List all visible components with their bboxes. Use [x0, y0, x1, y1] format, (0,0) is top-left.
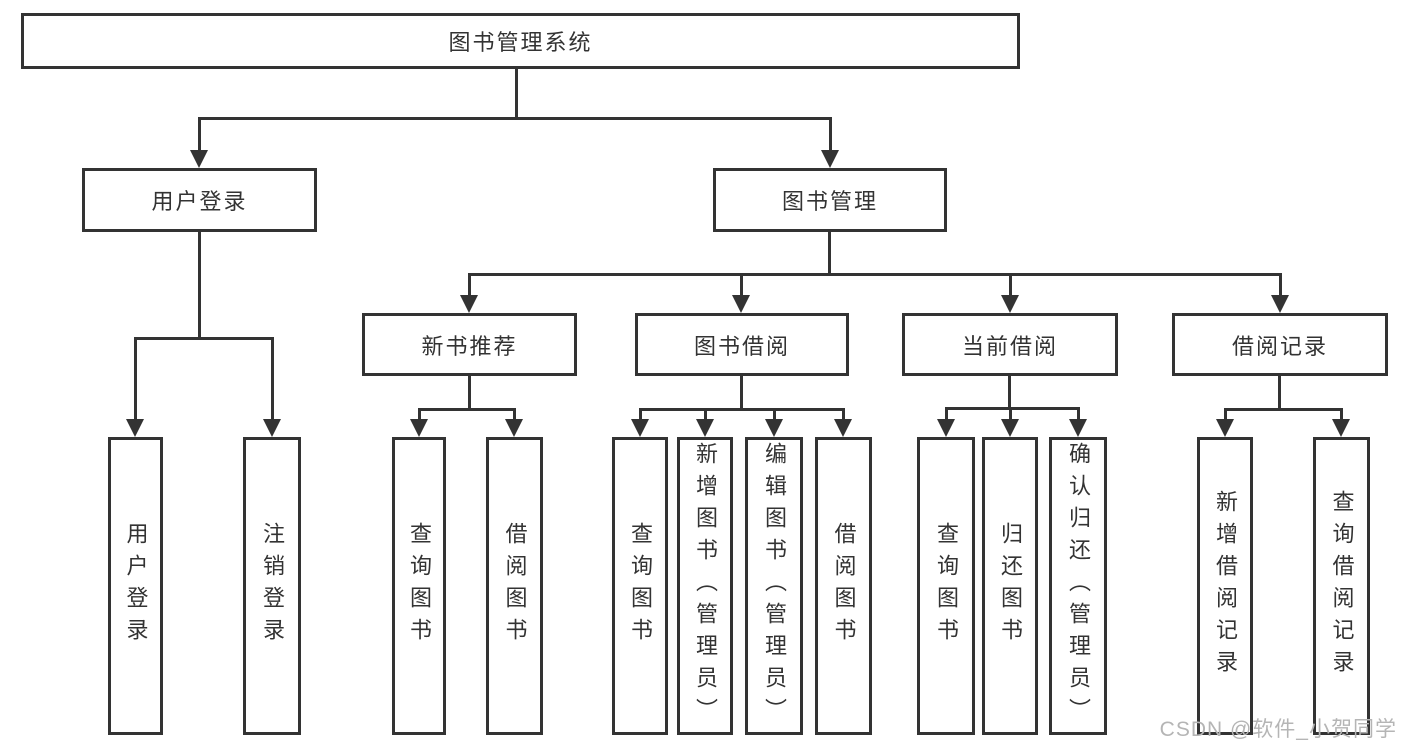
node-current-borrow: 当前借阅 — [902, 313, 1118, 376]
node-user-login: 用户登录 — [82, 168, 317, 232]
node-root: 图书管理系统 — [21, 13, 1020, 69]
node-book-management: 图书管理 — [713, 168, 947, 232]
connector-new-book-recommend-stem — [468, 376, 471, 410]
leaf-br-query-record-label: 查询借阅记录 — [1329, 490, 1355, 682]
connector-user-login-stem — [198, 232, 201, 340]
node-user-login-label: 用户登录 — [151, 189, 248, 214]
leaf-nbr-borrow-books: 借阅图书 — [486, 437, 543, 735]
arrow-down-icon — [126, 337, 144, 437]
arrow-down-icon — [732, 273, 750, 313]
connector-user-login-rail — [134, 337, 274, 340]
arrow-down-icon — [1216, 408, 1234, 437]
connector-new-book-recommend-rail — [418, 408, 516, 411]
leaf-bb-add-books-admin-label: 新增图书（管理员） — [693, 442, 718, 730]
leaf-bb-borrow-books: 借阅图书 — [815, 437, 872, 735]
connector-book-borrow-rail — [639, 408, 845, 411]
connector-book-management-stem — [828, 232, 831, 276]
leaf-bb-add-books-admin: 新增图书（管理员） — [677, 437, 733, 735]
leaf-bb-query-books-label: 查询图书 — [628, 522, 653, 650]
node-book-borrow-label: 图书借阅 — [693, 333, 790, 359]
leaf-user-login-label: 用户登录 — [123, 522, 149, 650]
leaf-nbr-query-books-label: 查询图书 — [407, 522, 432, 650]
arrow-down-icon — [1271, 273, 1289, 313]
leaf-br-query-record: 查询借阅记录 — [1313, 437, 1370, 735]
node-book-management-label: 图书管理 — [781, 189, 878, 214]
node-current-borrow-label: 当前借阅 — [961, 333, 1058, 359]
arrow-down-icon — [460, 273, 478, 313]
node-book-borrow: 图书借阅 — [635, 313, 849, 376]
leaf-bb-edit-books-admin: 编辑图书（管理员） — [745, 437, 803, 735]
leaf-cb-query-books: 查询图书 — [917, 437, 975, 735]
leaf-logout-label: 注销登录 — [260, 522, 285, 650]
connector-book-borrow-stem — [740, 376, 743, 410]
arrow-down-icon — [1001, 407, 1019, 437]
leaf-bb-edit-books-admin-label: 编辑图书（管理员） — [762, 442, 787, 730]
leaf-cb-query-books-label: 查询图书 — [934, 522, 959, 650]
arrow-down-icon — [937, 407, 955, 437]
arrow-down-icon — [631, 408, 649, 437]
csdn-watermark: CSDN @软件_小贺同学 — [1159, 718, 1397, 741]
arrow-down-icon — [1001, 273, 1019, 313]
connector-current-borrow-rail — [945, 407, 1079, 410]
arrow-down-icon — [1069, 407, 1087, 437]
arrow-down-icon — [834, 408, 852, 437]
arrow-down-icon — [1332, 408, 1350, 437]
node-new-book-recommend: 新书推荐 — [362, 313, 577, 376]
connector-borrow-records-rail — [1224, 408, 1342, 411]
leaf-cb-return-books-label: 归还图书 — [998, 522, 1023, 650]
leaf-cb-confirm-return-admin: 确认归还（管理员） — [1049, 437, 1107, 735]
leaf-user-login: 用户登录 — [108, 437, 163, 735]
connector-root-stem — [515, 69, 518, 119]
leaf-br-add-record-label: 新增借阅记录 — [1213, 490, 1238, 682]
node-root-label: 图书管理系统 — [448, 30, 593, 55]
connector-current-borrow-stem — [1008, 376, 1011, 410]
leaf-bb-query-books: 查询图书 — [612, 437, 668, 735]
node-borrow-records: 借阅记录 — [1172, 313, 1388, 376]
connector-root-rail — [198, 117, 831, 120]
arrow-down-icon — [765, 408, 783, 437]
leaf-logout: 注销登录 — [243, 437, 301, 735]
arrow-down-icon — [696, 408, 714, 437]
leaf-bb-borrow-books-label: 借阅图书 — [831, 522, 857, 650]
leaf-br-add-record: 新增借阅记录 — [1197, 437, 1253, 735]
arrow-down-icon — [190, 117, 208, 168]
arrow-down-icon — [263, 337, 281, 437]
node-borrow-records-label: 借阅记录 — [1231, 333, 1328, 359]
node-new-book-recommend-label: 新书推荐 — [421, 333, 518, 359]
arrow-down-icon — [505, 408, 523, 437]
leaf-nbr-borrow-books-label: 借阅图书 — [502, 522, 528, 650]
leaf-cb-confirm-return-admin-label: 确认归还（管理员） — [1066, 442, 1091, 730]
arrow-down-icon — [410, 408, 428, 437]
connector-borrow-records-stem — [1278, 376, 1281, 410]
connector-book-management-rail — [468, 273, 1282, 276]
leaf-cb-return-books: 归还图书 — [982, 437, 1038, 735]
leaf-nbr-query-books: 查询图书 — [392, 437, 446, 735]
arrow-down-icon — [821, 117, 839, 168]
